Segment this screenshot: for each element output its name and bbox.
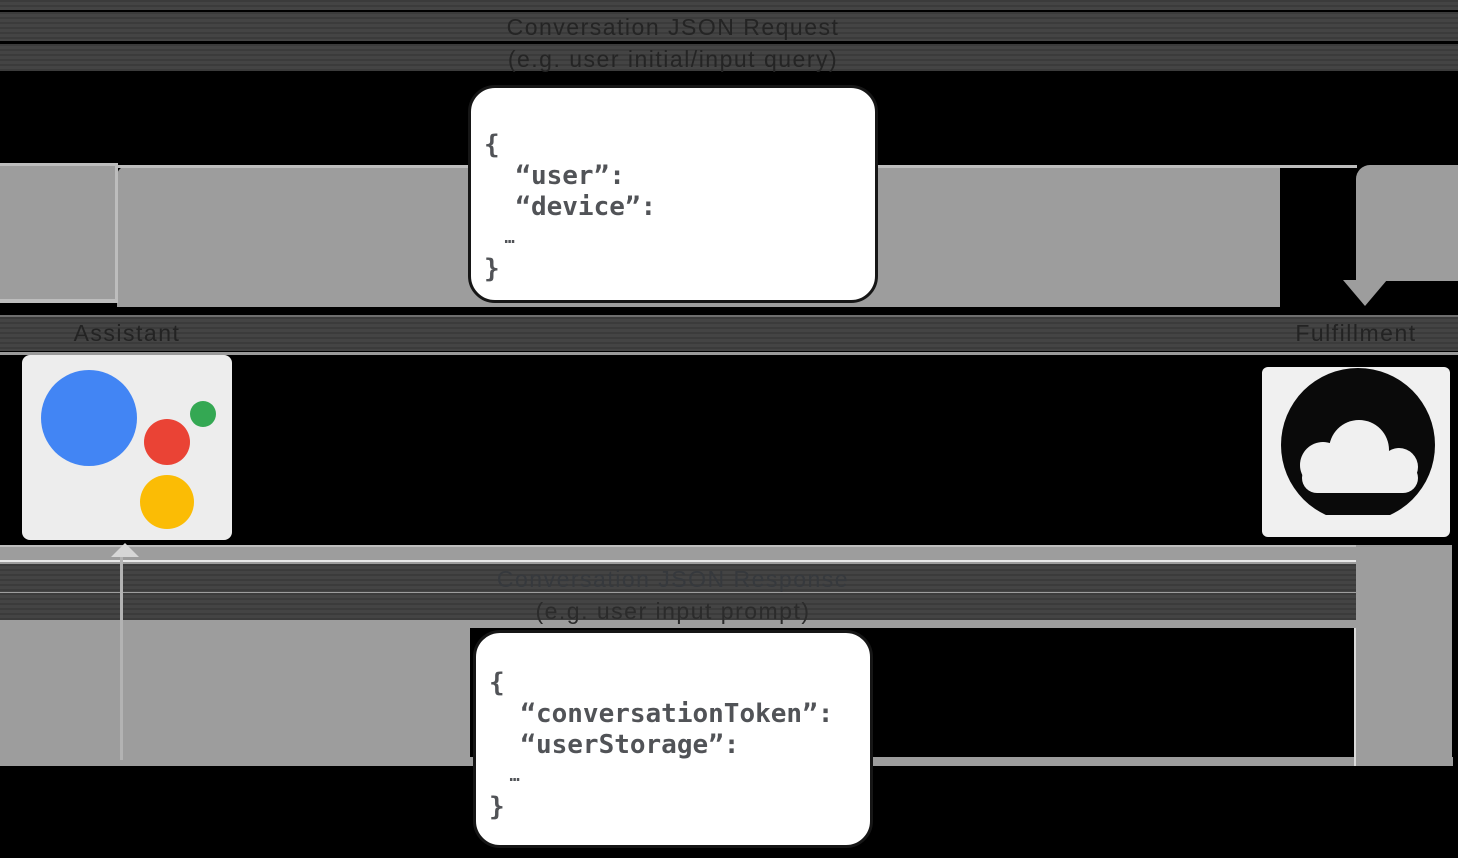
request-band-left <box>0 166 117 299</box>
cloud-icon <box>1281 368 1435 515</box>
fulfillment-down-line <box>1354 628 1356 766</box>
fulfillment-tile <box>1262 367 1450 537</box>
response-band-left <box>0 628 470 766</box>
assistant-label: Assistant <box>73 320 181 346</box>
response-subtitle: (e.g. user input prompt) <box>535 598 811 624</box>
assistant-up-line <box>115 163 118 303</box>
json-line: … <box>484 228 515 248</box>
actor-row-bottom-line <box>0 352 1458 355</box>
response-arrow-line <box>0 560 1356 562</box>
stripe-row <box>0 564 1356 592</box>
json-line: “userStorage”: <box>489 730 740 760</box>
json-line: “user”: <box>484 161 625 191</box>
response-band-right <box>1356 545 1452 766</box>
json-line: { <box>489 668 505 698</box>
json-line: } <box>489 792 505 822</box>
json-line: “device”: <box>484 192 657 222</box>
fulfillment-label: Fulfillment <box>1295 320 1417 346</box>
json-line: { <box>484 130 500 160</box>
request-band-right <box>1356 165 1458 281</box>
stripe-row <box>0 12 1458 41</box>
request-title: Conversation JSON Request <box>506 14 840 40</box>
stripe-row <box>0 593 1356 620</box>
request-json-code: { “user”: “device”: … } <box>471 88 875 285</box>
arrow-line <box>0 163 117 166</box>
response-json-box: { “conversationToken”: “userStorage”: … … <box>473 630 873 848</box>
response-title: Conversation JSON Response <box>496 566 850 592</box>
json-line: } <box>484 254 500 284</box>
band-edge-line <box>0 299 117 303</box>
google-assistant-logo-icon <box>41 370 216 529</box>
request-arrowhead-icon <box>1343 280 1387 306</box>
response-return-line <box>120 556 123 760</box>
response-arrowhead-icon <box>111 543 139 557</box>
response-json-code: { “conversationToken”: “userStorage”: … … <box>476 633 870 823</box>
request-subtitle: (e.g. user initial/input query) <box>507 46 839 72</box>
json-line: … <box>489 766 520 786</box>
request-label: Conversation JSON Request (e.g. user ini… <box>468 13 878 74</box>
stripe-row <box>0 0 1458 10</box>
actor-row-top-line <box>0 315 1458 317</box>
request-json-box: { “user”: “device”: … } <box>468 85 878 303</box>
json-line: “conversationToken”: <box>489 699 834 729</box>
stripe-row <box>0 44 1458 71</box>
assistant-tile <box>22 355 232 540</box>
stripe-row <box>0 317 1458 351</box>
band-edge-line <box>0 545 1356 547</box>
response-label: Conversation JSON Response (e.g. user in… <box>473 565 873 626</box>
